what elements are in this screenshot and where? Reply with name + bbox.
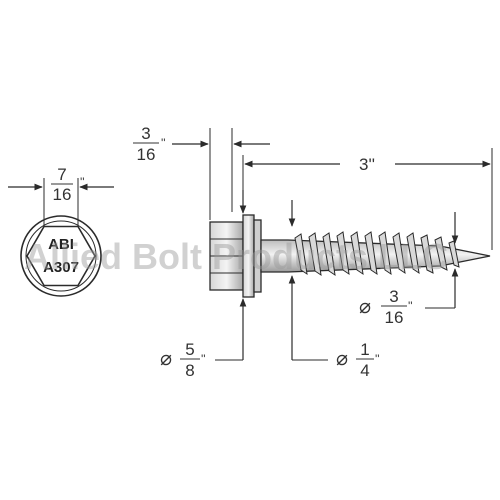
screw-threads <box>294 231 460 277</box>
dim-head-unit: '' <box>161 136 166 150</box>
dim-hex-unit: '' <box>80 175 85 189</box>
head-marking-line2: A307 <box>43 259 79 276</box>
dim-root-den: 16 <box>385 308 404 327</box>
dim-washer-num: 5 <box>185 340 194 359</box>
dim-washer-den: 8 <box>185 361 194 380</box>
dim-thread-den: 4 <box>360 361 369 380</box>
watermark: Allied Bolt Products LLC <box>24 236 448 277</box>
hex-end-view <box>20 178 102 297</box>
dim-washer-symbol: ⌀ <box>160 348 172 370</box>
washer-outline <box>20 215 102 297</box>
dim-thread-diameter: ⌀ 1 4 '' <box>288 200 380 380</box>
washer-inner-ring <box>25 220 97 292</box>
dim-washer-unit: '' <box>201 352 206 366</box>
dim-length: 3'' <box>242 148 493 250</box>
dim-head-height: 3 16 '' <box>133 124 270 220</box>
dim-root-symbol: ⌀ <box>359 296 371 318</box>
dim-hex-across-flats: 7 16 '' <box>51 165 85 204</box>
screw-side-view <box>209 214 491 298</box>
dim-thread-symbol: ⌀ <box>336 348 348 370</box>
dim-root-diameter: ⌀ 3 16 '' <box>359 212 459 327</box>
dim-head-num: 3 <box>141 124 150 143</box>
dim-hex-num: 7 <box>57 165 66 184</box>
dim-washer-diameter: ⌀ 5 8 '' <box>160 190 247 380</box>
dim-root-unit: '' <box>408 299 413 313</box>
dim-hex-den: 16 <box>53 185 72 204</box>
dim-thread-num: 1 <box>360 340 369 359</box>
hex-outline <box>26 225 96 287</box>
dim-thread-unit: '' <box>375 352 380 366</box>
dim-head-den: 16 <box>137 145 156 164</box>
dim-length-label: 3'' <box>359 155 375 174</box>
head-marking-line1: ABI <box>48 236 74 253</box>
dim-root-num: 3 <box>389 287 398 306</box>
